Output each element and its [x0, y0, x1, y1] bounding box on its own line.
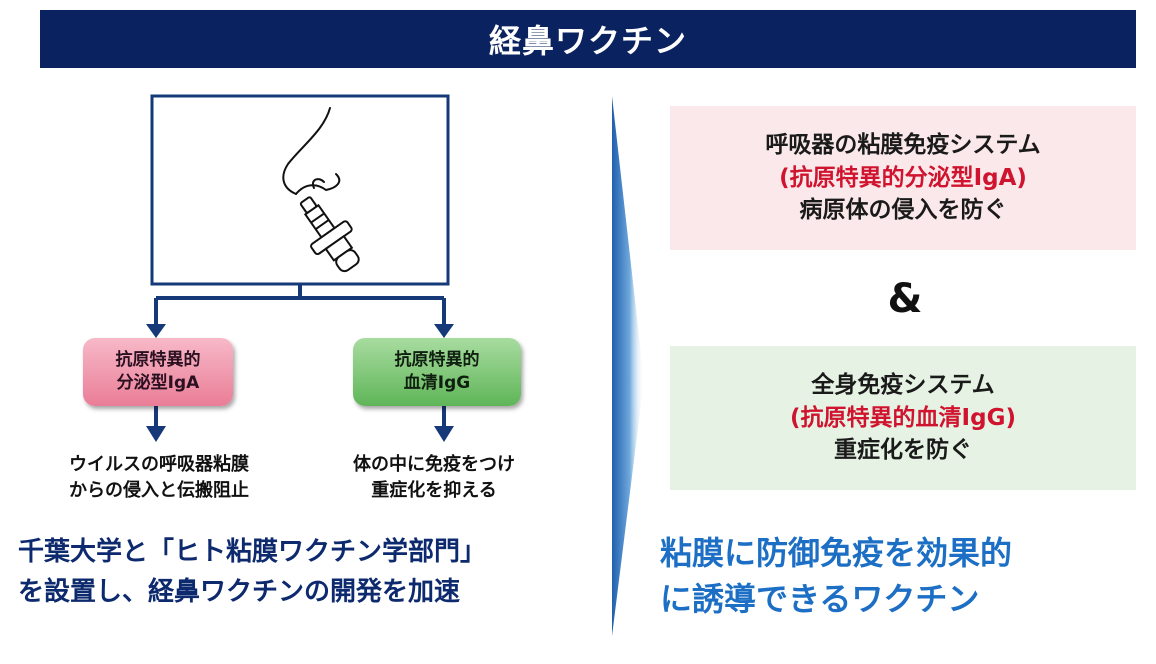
- arrow-head-right-top: [434, 324, 454, 338]
- nasal-dropper-icon: [299, 196, 360, 273]
- igg-pill-line2: 血清IgG: [403, 373, 471, 393]
- iga-effect-line2: からの侵入と伝搬阻止: [69, 480, 249, 502]
- systemic-box-line3: 重症化を防ぐ: [834, 437, 972, 464]
- page-title: 経鼻ワクチン: [488, 22, 687, 60]
- connector-tree: [154, 284, 446, 428]
- ampersand: &: [887, 276, 923, 322]
- gradient-arrow-icon: [612, 96, 644, 636]
- bottom-left-line1: 千葉大学と「ヒト粘膜ワクチン学部門」: [18, 537, 487, 567]
- igg-effect-line1: 体の中に免疫をつけ: [353, 454, 515, 475]
- bottom-left-caption: 千葉大学と「ヒト粘膜ワクチン学部門」 を設置し、経鼻ワクチンの開発を加速: [18, 532, 608, 613]
- mucosal-box-line3: 病原体の侵入を防ぐ: [799, 197, 1007, 224]
- igg-pill: 抗原特異的 血清IgG: [353, 338, 521, 406]
- mucosal-immunity-box: 呼吸器の粘膜免疫システム (抗原特異的分泌型IgA) 病原体の侵入を防ぐ: [670, 106, 1136, 250]
- mucosal-box-line2: (抗原特異的分泌型IgA): [779, 164, 1027, 191]
- arrow-head-right-bottom: [434, 426, 454, 442]
- iga-effect-line1: ウイルスの呼吸器粘膜: [69, 454, 249, 475]
- nose-icon: [282, 107, 341, 195]
- systemic-immunity-box: 全身免疫システム (抗原特異的血清IgG) 重症化を防ぐ: [670, 346, 1136, 490]
- arrow-head-left-bottom: [146, 426, 166, 442]
- igg-effect-line2: 重症化を抑える: [371, 480, 497, 502]
- title-banner: 経鼻ワクチン: [40, 10, 1136, 68]
- iga-pill: 抗原特異的 分泌型IgA: [83, 338, 233, 406]
- systemic-box-line1: 全身免疫システム: [811, 372, 995, 399]
- iga-effect-text: ウイルスの呼吸器粘膜 からの侵入と伝搬阻止: [40, 452, 278, 504]
- bottom-right-caption: 粘膜に防御免疫を効果的 に誘導できるワクチン: [660, 530, 1150, 623]
- igg-effect-text: 体の中に免疫をつけ 重症化を抑える: [320, 452, 548, 504]
- bottom-right-line2: に誘導できるワクチン: [660, 580, 980, 619]
- bottom-left-line2: を設置し、経鼻ワクチンの開発を加速: [18, 577, 461, 608]
- mucosal-box-line1: 呼吸器の粘膜免疫システム: [765, 132, 1041, 159]
- arrow-head-left-top: [146, 324, 166, 338]
- iga-pill-line1: 抗原特異的: [115, 350, 201, 371]
- systemic-box-line2: (抗原特異的血清IgG): [790, 404, 1016, 431]
- bottom-right-line1: 粘膜に防御免疫を効果的: [660, 534, 1013, 572]
- iga-pill-line2: 分泌型IgA: [116, 373, 200, 393]
- igg-pill-line1: 抗原特異的: [394, 350, 480, 371]
